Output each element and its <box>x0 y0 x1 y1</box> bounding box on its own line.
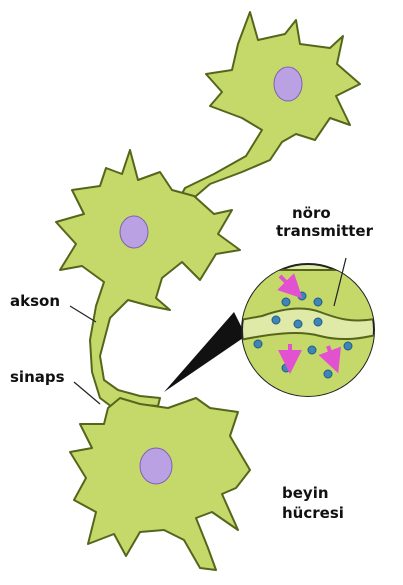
neurotransmitter-label-line1: nöro <box>292 204 331 223</box>
vesicle <box>314 318 322 326</box>
magnifier-pointer <box>164 312 246 392</box>
vesicle <box>294 320 302 328</box>
vesicle <box>282 364 290 372</box>
vesicle <box>344 342 352 350</box>
vesicle <box>324 370 332 378</box>
leader-axon <box>70 306 96 322</box>
nucleus-bottom <box>140 448 172 484</box>
brain-cell-label-line1: beyin <box>282 484 329 503</box>
vesicle <box>314 298 322 306</box>
nucleus-middle <box>120 216 148 248</box>
neuron-bottom <box>70 398 250 570</box>
neurotransmitter-label-line2: transmitter <box>276 222 373 241</box>
axon-label: akson <box>10 292 60 311</box>
neuron-top-right <box>176 12 360 218</box>
brain-cell-label-line2: hücresi <box>282 504 344 523</box>
synapse-zoom <box>240 264 380 400</box>
nucleus-top <box>274 67 302 101</box>
vesicle <box>308 346 316 354</box>
vesicle <box>298 292 306 300</box>
vesicle <box>272 316 280 324</box>
vesicle <box>282 298 290 306</box>
neuron-middle <box>56 150 240 410</box>
vesicle <box>254 340 262 348</box>
synapse-label: sinaps <box>10 368 65 387</box>
